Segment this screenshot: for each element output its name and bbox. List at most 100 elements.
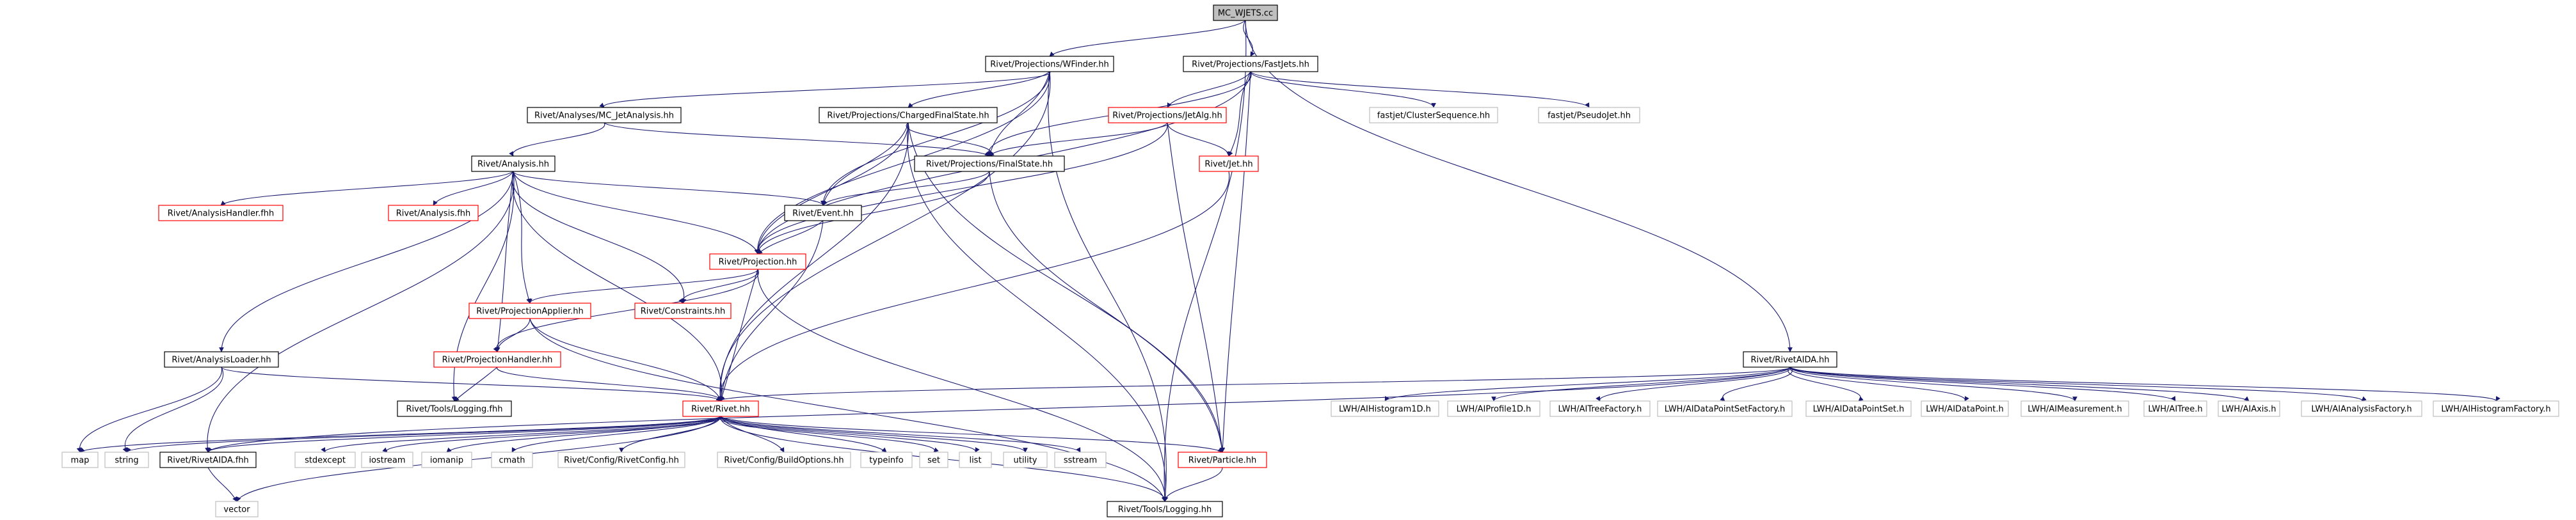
include-edge-wfinder-to-finalstate [988, 71, 1050, 157]
node-box-jetalg [1108, 107, 1227, 123]
node-label-finalstate: Rivet/Projections/FinalState.hh [926, 160, 1053, 169]
node-label-constraints: Rivet/Constraints.hh [641, 307, 726, 317]
node-label-aimeasure: LWH/AIMeasurement.h [2028, 405, 2122, 414]
graph-node-rivet[interactable]: Rivet/Rivet.hh [682, 400, 759, 417]
node-label-particle: Rivet/Particle.hh [1188, 456, 1256, 466]
graph-node-event[interactable]: Rivet/Event.hh [784, 205, 862, 221]
node-label-iostream: iostream [369, 456, 405, 466]
include-edge-root-to-rivetaida [1245, 20, 1793, 352]
include-edge-fastjets-to-jetalg [1167, 71, 1251, 108]
graph-node-chargedfs[interactable]: Rivet/Projections/ChargedFinalState.hh [819, 107, 998, 123]
include-edge-finalstate-to-event [822, 171, 990, 206]
graph-node-aitreefactory: LWH/AITreeFactory.h [1549, 400, 1651, 417]
node-box-projection [709, 253, 806, 270]
include-edge-wfinder-to-event [820, 71, 1050, 206]
include-edge-fastjets-to-jet [1228, 71, 1251, 157]
graph-node-wfinder[interactable]: Rivet/Projections/WFinder.hh [985, 56, 1114, 72]
graph-node-analysisloader[interactable]: Rivet/AnalysisLoader.hh [164, 351, 279, 368]
graph-node-utility: utility [1003, 452, 1048, 468]
include-edge-chargedfs-to-projection [755, 122, 909, 255]
graph-node-finalstate[interactable]: Rivet/Projections/FinalState.hh [914, 155, 1065, 172]
graph-node-logging[interactable]: Rivet/Tools/Logging.hh [1107, 501, 1223, 517]
graph-node-rivetconfig: Rivet/Config/RivetConfig.hh [557, 452, 685, 468]
include-edge-mcjet-to-analysis [509, 122, 605, 157]
node-label-wfinder: Rivet/Projections/WFinder.hh [990, 60, 1109, 70]
node-label-utility: utility [1014, 456, 1037, 466]
include-edge-rivet-to-iomanip [446, 416, 721, 453]
node-box-logging [1107, 501, 1223, 517]
graph-node-analysishandlerf[interactable]: Rivet/AnalysisHandler.fhh [158, 205, 284, 221]
include-edge-analysis-to-analysishandlerf [220, 171, 514, 206]
node-box-clusterseq [1369, 107, 1498, 123]
node-box-aihistofactory [2433, 400, 2559, 417]
node-box-fastjets [1183, 56, 1318, 72]
graph-node-list: list [959, 452, 992, 468]
node-label-analysishandlerf: Rivet/AnalysisHandler.fhh [168, 209, 275, 219]
node-box-buildoptions [717, 452, 851, 468]
node-box-aidps [1805, 400, 1912, 417]
node-label-iomanip: iomanip [430, 456, 463, 466]
node-box-finalstate [914, 155, 1065, 172]
graph-node-iostream: iostream [361, 452, 413, 468]
graph-node-root[interactable]: MC_WJETS.cc [1213, 4, 1278, 21]
include-edge-rivetaida-to-aidps [1788, 366, 1864, 402]
graph-node-aimeasure: LWH/AIMeasurement.h [2020, 400, 2129, 417]
node-label-string: string [115, 456, 138, 466]
graph-node-projection[interactable]: Rivet/Projection.hh [709, 253, 806, 270]
edge-layer [76, 20, 2500, 502]
include-edge-root-to-logging [1162, 20, 1247, 502]
graph-node-jet[interactable]: Rivet/Jet.hh [1199, 155, 1259, 172]
include-edge-rivetaida-to-aitreefactory [1596, 366, 1791, 402]
node-box-pseudojet [1538, 107, 1640, 123]
graph-node-jetalg[interactable]: Rivet/Projections/JetAlg.hh [1108, 107, 1227, 123]
node-box-set [919, 452, 948, 468]
include-edge-rivetaida-to-aitree [1789, 366, 2176, 402]
graph-node-particle[interactable]: Rivet/Particle.hh [1178, 452, 1267, 468]
graph-node-aidpsfactory: LWH/AIDataPointSetFactory.h [1657, 400, 1793, 417]
graph-node-rivetaidaf[interactable]: Rivet/RivetAIDA.fhh [159, 452, 257, 468]
graph-node-projapplier[interactable]: Rivet/ProjectionApplier.hh [468, 303, 591, 319]
include-edge-jetalg-to-particle [1167, 122, 1224, 453]
node-label-analysisloader: Rivet/AnalysisLoader.hh [172, 356, 271, 365]
graph-node-rivetaida[interactable]: Rivet/RivetAIDA.hh [1743, 351, 1837, 368]
include-edge-event-to-projection [757, 220, 824, 255]
include-edge-projhandler-to-rivet [497, 366, 725, 402]
node-box-aimeasure [2020, 400, 2129, 417]
node-label-aitreefactory: LWH/AITreeFactory.h [1558, 405, 1642, 414]
graph-node-constraints[interactable]: Rivet/Constraints.hh [634, 303, 732, 319]
include-edge-finalstate-to-particle [989, 171, 1225, 453]
include-edge-projapplier-to-rivet [529, 318, 723, 402]
graph-node-projhandler[interactable]: Rivet/ProjectionHandler.hh [433, 351, 561, 368]
node-label-aidpsfactory: LWH/AIDataPointSetFactory.h [1665, 405, 1785, 414]
include-edge-analysis-to-projhandler [495, 171, 514, 352]
node-label-sstream: sstream [1064, 456, 1097, 466]
include-edge-projection-to-projapplier [527, 269, 758, 304]
node-label-aihistofactory: LWH/AIHistogramFactory.h [2441, 405, 2550, 414]
include-edge-jet-to-rivet [717, 171, 1229, 402]
graph-node-aihistofactory: LWH/AIHistogramFactory.h [2433, 400, 2559, 417]
graph-node-fastjets[interactable]: Rivet/Projections/FastJets.hh [1183, 56, 1318, 72]
include-edge-chargedfs-to-particle [908, 122, 1224, 453]
node-label-aihisto1d: LWH/AIHistogram1D.h [1339, 405, 1431, 414]
include-edge-rivet-to-list [720, 416, 980, 453]
node-box-analysisloader [164, 351, 279, 368]
node-label-logging: Rivet/Tools/Logging.hh [1118, 505, 1212, 515]
node-label-chargedfs: Rivet/Projections/ChargedFinalState.hh [827, 111, 989, 121]
graph-node-aidps: LWH/AIDataPointSet.h [1805, 400, 1912, 417]
graph-node-analysisf[interactable]: Rivet/Analysis.fhh [388, 205, 479, 221]
graph-node-sstream: sstream [1054, 452, 1107, 468]
graph-node-mcjet[interactable]: Rivet/Analyses/MC_JetAnalysis.hh [527, 107, 682, 123]
include-edge-jetalg-to-jet [1167, 122, 1231, 157]
include-edge-analysis-to-rivet [511, 171, 724, 402]
include-edge-rivet-to-string [126, 416, 721, 453]
node-label-projhandler: Rivet/ProjectionHandler.hh [442, 356, 553, 365]
include-edge-projection-to-rivet [719, 269, 758, 402]
graph-node-loggingf[interactable]: Rivet/Tools/Logging.fhh [397, 400, 512, 417]
graph-node-typeinfo: typeinfo [860, 452, 913, 468]
include-edge-particle-to-logging [1162, 467, 1223, 502]
graph-node-analysis[interactable]: Rivet/Analysis.hh [471, 155, 556, 172]
node-label-set: set [927, 456, 940, 466]
include-edge-analysis-to-analysisf [433, 171, 514, 206]
